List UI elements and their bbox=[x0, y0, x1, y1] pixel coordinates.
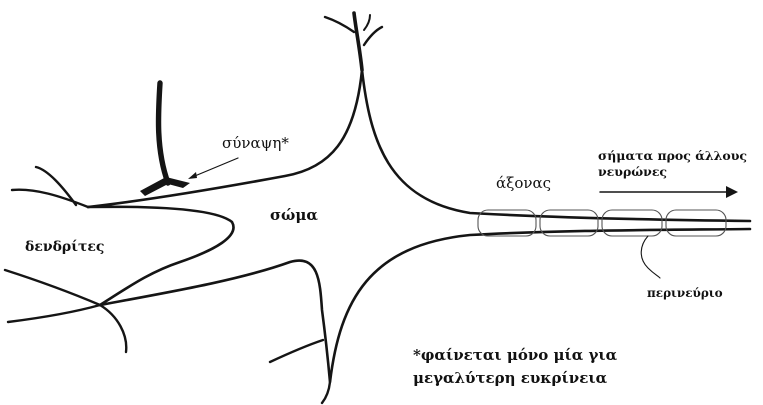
top-dendrite-right-branch bbox=[364, 27, 382, 45]
perineurium-pointer-line bbox=[641, 236, 660, 278]
sheath-segment-3 bbox=[602, 210, 662, 236]
dendrite-branch-bottom bbox=[8, 305, 100, 322]
dendrite-branch-lower bbox=[5, 270, 100, 305]
signals-label-line2: νευρώνες bbox=[598, 164, 667, 179]
dendrite-lobe bbox=[88, 207, 233, 305]
top-dendrite-stub bbox=[364, 15, 370, 30]
perineurium-label: περινεύριο bbox=[647, 286, 723, 300]
soma-label: σώμα bbox=[270, 206, 318, 224]
signal-arrowhead bbox=[726, 186, 738, 198]
upper-body-outline bbox=[88, 70, 750, 221]
synapse-pointer-arrowhead bbox=[188, 172, 197, 179]
synapse-pointer-line bbox=[190, 158, 238, 178]
synapse-label: σύναψη* bbox=[222, 134, 289, 152]
signals-label-line1: σήματα προς άλλους bbox=[598, 148, 747, 163]
dendrites-label: δενδρίτες bbox=[25, 238, 104, 255]
note-line1: *φαίνεται μόνο μία για bbox=[413, 346, 618, 364]
top-dendrite bbox=[354, 13, 362, 70]
axon-label: άξονας bbox=[496, 174, 551, 192]
sheath-segment-4 bbox=[666, 210, 726, 236]
note-line2: μεγαλύτερη ευκρίνεια bbox=[413, 369, 608, 387]
synapse-axon-terminal bbox=[158, 83, 168, 183]
top-dendrite-left-branch bbox=[325, 17, 354, 32]
bottom-dendrite-branch bbox=[270, 340, 323, 362]
dendrite-branch-down bbox=[100, 305, 126, 352]
bottom-dendrite-tip bbox=[322, 382, 330, 403]
